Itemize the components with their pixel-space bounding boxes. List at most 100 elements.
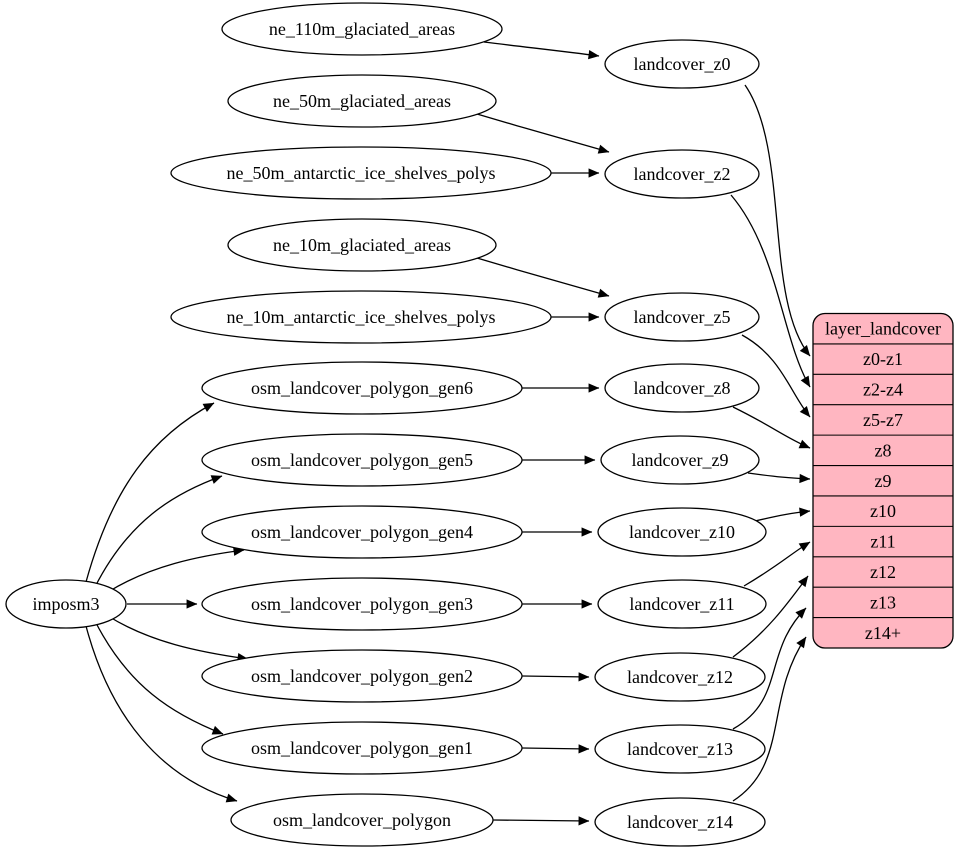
node-label-landcover_z2: landcover_z2 (634, 164, 731, 184)
layer-landcover-table: layer_landcover z0-z1 z2-z4 z5-z7 z8 z9 z10 z11… (812, 312, 954, 649)
node-label-osm_landcover_polygon_gen1: osm_landcover_polygon_gen1 (251, 738, 473, 758)
node-ellipse-ne_10m_glaciated_areas (227, 218, 497, 272)
edge-landcover_z11-to-z11 (743, 541, 811, 587)
node-label-landcover_z12: landcover_z12 (627, 667, 733, 687)
node-ellipse-landcover_z13 (594, 724, 766, 774)
layer-table-row-z11: z11 (870, 532, 895, 552)
node-label-ne_110m_glaciated_areas: ne_110m_glaciated_areas (269, 19, 455, 39)
node-label-landcover_z5: landcover_z5 (634, 307, 731, 327)
edge-imposm3-to-osm_landcover_polygon_gen5 (94, 475, 223, 588)
edge-ne_110m_glaciated_areas-to-landcover_z0 (483, 41, 600, 60)
node-ne_10m_antarctic_ice_shelves_polys: ne_10m_antarctic_ice_shelves_polys (170, 290, 552, 344)
node-ne_50m_glaciated_areas: ne_50m_glaciated_areas (227, 74, 497, 128)
edge-ne_50m_glaciated_areas-to-landcover_z2 (476, 113, 610, 154)
node-label-ne_50m_glaciated_areas: ne_50m_glaciated_areas (273, 91, 451, 111)
node-label-landcover_z13: landcover_z13 (627, 739, 733, 759)
node-ellipse-ne_10m_antarctic_ice_shelves_polys (170, 290, 552, 344)
node-landcover_z12: landcover_z12 (594, 652, 766, 702)
node-label-landcover_z14: landcover_z14 (627, 812, 733, 832)
node-landcover_z10: landcover_z10 (597, 507, 767, 557)
edge-landcover_z8-to-z8 (732, 406, 811, 449)
node-label-landcover_z11: landcover_z11 (629, 594, 734, 614)
node-label-landcover_z8: landcover_z8 (634, 378, 731, 398)
node-landcover_z13: landcover_z13 (594, 724, 766, 774)
edge-imposm3-to-osm_landcover_polygon_gen4 (107, 546, 245, 593)
node-label-osm_landcover_polygon_gen3: osm_landcover_polygon_gen3 (251, 594, 473, 614)
node-osm_landcover_polygon_gen3: osm_landcover_polygon_gen3 (201, 577, 523, 631)
edge-landcover_z2-to-z2-z4 (730, 194, 811, 388)
node-landcover_z11: landcover_z11 (597, 579, 767, 629)
node-ellipse-osm_landcover_polygon (230, 793, 494, 847)
edge-landcover_z12-to-z12 (732, 575, 809, 658)
node-ellipse-osm_landcover_polygon_gen5 (201, 433, 523, 487)
edge-osm_landcover_polygon_gen2-to-landcover_z12 (521, 672, 590, 682)
node-landcover_z5: landcover_z5 (604, 292, 760, 342)
node-label-osm_landcover_polygon_gen6: osm_landcover_polygon_gen6 (251, 378, 473, 398)
node-landcover_z14: landcover_z14 (594, 797, 766, 847)
node-ellipse-osm_landcover_polygon_gen2 (201, 649, 523, 703)
edge-imposm3-to-osm_landcover_polygon_gen2 (107, 615, 249, 663)
node-ellipse-osm_landcover_polygon_gen4 (201, 505, 523, 559)
node-ellipse-landcover_z8 (604, 363, 760, 413)
node-osm_landcover_polygon_gen2: osm_landcover_polygon_gen2 (201, 649, 523, 703)
node-ellipse-landcover_z0 (604, 39, 760, 89)
edge-imposm3-to-osm_landcover_polygon (85, 625, 238, 803)
node-label-osm_landcover_polygon_gen4: osm_landcover_polygon_gen4 (251, 522, 473, 542)
node-osm_landcover_polygon_gen6: osm_landcover_polygon_gen6 (201, 361, 523, 415)
node-ellipse-osm_landcover_polygon_gen1 (201, 721, 523, 775)
edge-landcover_z13-to-z13 (732, 607, 807, 730)
node-label-landcover_z0: landcover_z0 (634, 54, 731, 74)
node-label-imposm3: imposm3 (32, 594, 99, 614)
layer-table-title: layer_landcover (825, 319, 941, 339)
layer-table-row-z14+: z14+ (865, 623, 901, 643)
node-ellipse-landcover_z2 (604, 149, 760, 199)
layer-table-row-z10: z10 (870, 501, 896, 521)
node-ellipse-ne_50m_antarctic_ice_shelves_polys (170, 146, 552, 200)
node-label-ne_50m_antarctic_ice_shelves_polys: ne_50m_antarctic_ice_shelves_polys (227, 163, 496, 183)
node-ellipse-landcover_z9 (600, 435, 760, 485)
node-ellipse-landcover_z11 (597, 579, 767, 629)
node-ne_50m_antarctic_ice_shelves_polys: ne_50m_antarctic_ice_shelves_polys (170, 146, 552, 200)
layer-table-row-z8: z8 (875, 440, 892, 460)
edge-osm_landcover_polygon_gen1-to-landcover_z13 (521, 744, 590, 754)
node-osm_landcover_polygon_gen4: osm_landcover_polygon_gen4 (201, 505, 523, 559)
edge-landcover_z0-to-z0-z1 (744, 84, 811, 357)
node-osm_landcover_polygon: osm_landcover_polygon (230, 793, 494, 847)
node-ellipse-osm_landcover_polygon_gen6 (201, 361, 523, 415)
node-ellipse-landcover_z14 (594, 797, 766, 847)
layer-table-row-z13: z13 (870, 592, 896, 612)
edge-landcover_z9-to-z9 (747, 472, 811, 484)
edge-layer (85, 41, 811, 826)
node-imposm3: imposm3 (5, 579, 127, 629)
node-ellipse-landcover_z5 (604, 292, 760, 342)
node-osm_landcover_polygon_gen1: osm_landcover_polygon_gen1 (201, 721, 523, 775)
layer-table-row-z0-z1: z0-z1 (863, 349, 903, 369)
layer-table-row-z12: z12 (870, 562, 896, 582)
node-label-osm_landcover_polygon_gen5: osm_landcover_polygon_gen5 (251, 450, 473, 470)
layer-table-row-z9: z9 (875, 471, 892, 491)
node-ne_10m_glaciated_areas: ne_10m_glaciated_areas (227, 218, 497, 272)
node-ellipse-landcover_z10 (597, 507, 767, 557)
edge-ne_10m_glaciated_areas-to-landcover_z5 (476, 257, 610, 298)
node-ellipse-landcover_z12 (594, 652, 766, 702)
node-ellipse-ne_110m_glaciated_areas (221, 2, 503, 56)
node-landcover_z9: landcover_z9 (600, 435, 760, 485)
edge-landcover_z14-to-z14+ (732, 636, 807, 802)
node-ellipse-imposm3 (5, 579, 127, 629)
node-landcover_z0: landcover_z0 (604, 39, 760, 89)
layer-table-row-z2-z4: z2-z4 (863, 380, 903, 400)
node-ne_110m_glaciated_areas: ne_110m_glaciated_areas (221, 2, 503, 56)
node-label-ne_10m_glaciated_areas: ne_10m_glaciated_areas (273, 235, 451, 255)
edge-landcover_z5-to-z5-z7 (741, 334, 811, 418)
edge-osm_landcover_polygon-to-landcover_z14 (492, 816, 590, 826)
node-label-osm_landcover_polygon: osm_landcover_polygon (273, 810, 451, 830)
node-ellipse-ne_50m_glaciated_areas (227, 74, 497, 128)
layer-table-row-z5-z7: z5-z7 (863, 410, 903, 430)
node-label-ne_10m_antarctic_ice_shelves_polys: ne_10m_antarctic_ice_shelves_polys (227, 307, 496, 327)
node-osm_landcover_polygon_gen5: osm_landcover_polygon_gen5 (201, 433, 523, 487)
edge-imposm3-to-osm_landcover_polygon_gen6 (85, 402, 215, 583)
edge-imposm3-to-osm_landcover_polygon_gen1 (94, 620, 224, 735)
node-ellipse-osm_landcover_polygon_gen3 (201, 577, 523, 631)
